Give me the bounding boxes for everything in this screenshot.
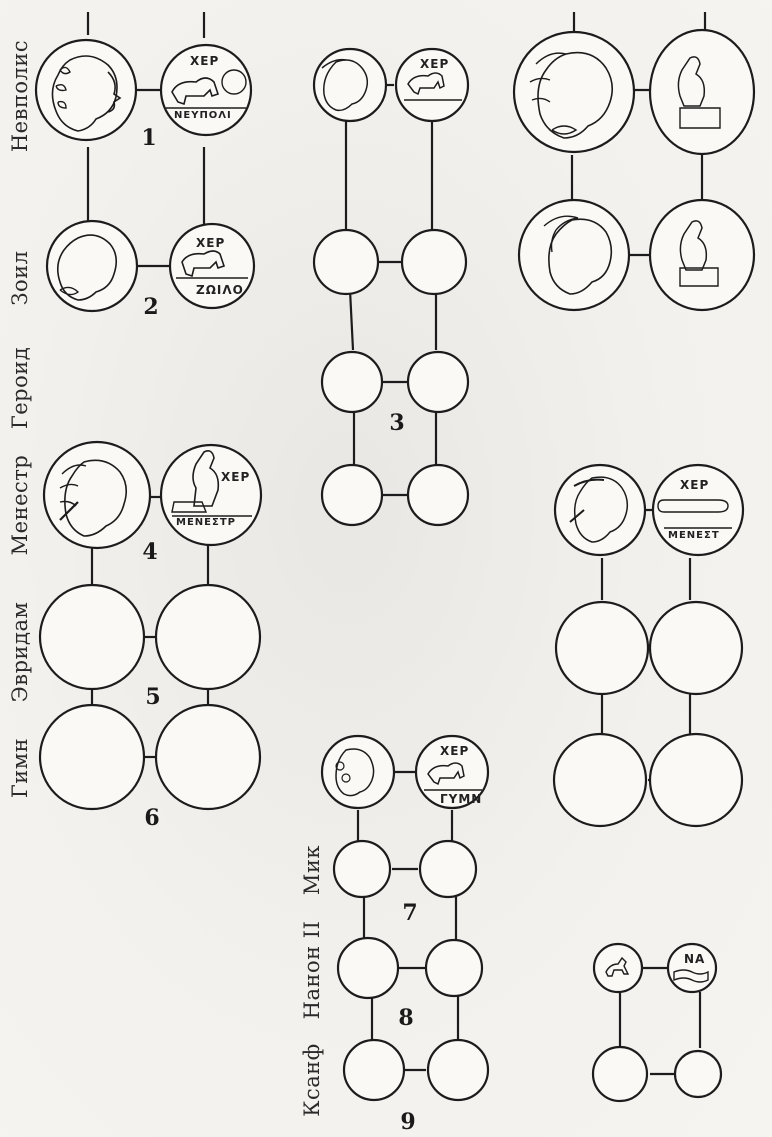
- coin-legend: ΧΕΡ: [680, 478, 709, 492]
- coin-6-obverse: [40, 705, 144, 809]
- coin-3-empty: [322, 465, 382, 525]
- number-7: 7: [402, 900, 417, 926]
- coin-14-reverse: [650, 734, 742, 826]
- coin-3-empty: [314, 230, 378, 294]
- number-2: 2: [143, 294, 158, 320]
- coin-2-obverse: [47, 221, 137, 311]
- coin-3-empty: [408, 465, 468, 525]
- coin-3-empty: [322, 352, 382, 412]
- number-4: 4: [142, 539, 157, 565]
- coin-legend: ΧΕΡ: [196, 236, 225, 250]
- label-evridam: Эвридам: [8, 602, 32, 703]
- label-gerоid: Героид: [8, 347, 32, 429]
- coin-9-reverse: [428, 1040, 488, 1100]
- number-5: 5: [145, 684, 160, 710]
- coin-8-obverse: [338, 938, 398, 998]
- coin-8-reverse: [426, 940, 482, 996]
- coin-13-reverse: [650, 602, 742, 694]
- coin-7-obverse: [322, 736, 394, 808]
- coin-16-reverse: [675, 1051, 721, 1097]
- label-gimn: Гимн: [8, 738, 32, 798]
- coin-1-obverse: [36, 40, 136, 140]
- coin-legend: ΧΕΡ: [420, 57, 449, 71]
- coin-legend: ΜΕΝΕΣΤΡ: [176, 517, 236, 528]
- label-neapolis: Невполис: [8, 40, 32, 152]
- coin-11-reverse: [650, 200, 754, 310]
- label-zoil: Зоил: [8, 250, 32, 305]
- coin-16-obverse: [593, 1047, 647, 1101]
- coin-11-obverse: [519, 200, 629, 310]
- coin-5-reverse: [156, 585, 260, 689]
- coin-3-empty: [402, 230, 466, 294]
- coin-legend: ΓΥΜΝ: [440, 792, 482, 806]
- coin-9-obverse: [344, 1040, 404, 1100]
- coin-10-obverse: [514, 32, 634, 152]
- label-ksanf: Ксанф: [300, 1043, 324, 1116]
- connector: [350, 290, 353, 350]
- label-mik: Мик: [300, 845, 324, 895]
- coin-13-obverse: [556, 602, 648, 694]
- coin-legend: ΜΕΝΕΣΤ: [668, 530, 720, 541]
- number-6: 6: [144, 805, 159, 831]
- number-1: 1: [141, 125, 156, 151]
- coin-12-obverse: [555, 465, 645, 555]
- number-8: 8: [398, 1005, 413, 1031]
- coin-5-obverse: [40, 585, 144, 689]
- coin-14-obverse: [554, 734, 646, 826]
- coin-7-empty: [334, 841, 390, 897]
- coin-3-empty: [408, 352, 468, 412]
- coin-15-obverse: [594, 944, 642, 992]
- number-3: 3: [389, 410, 404, 436]
- coin-10-reverse: [650, 30, 754, 154]
- coin-legend: ΧΕΡ: [440, 744, 469, 758]
- coin-4-reverse: [161, 445, 261, 545]
- coin-7-empty: [420, 841, 476, 897]
- coin-legend: ΝΕΥΠΟΛΙ: [174, 110, 232, 121]
- coin-legend: ΖΩΙΛΟ: [196, 283, 244, 297]
- coin-4-obverse: [44, 442, 150, 548]
- coin-legend: ΝΑ: [684, 952, 705, 966]
- coin-6-reverse: [156, 705, 260, 809]
- label-menestr: Менестр: [8, 455, 32, 556]
- label-nanon: Нанон II: [300, 921, 324, 1020]
- coin-legend: ΧΕΡ: [221, 470, 250, 484]
- coin-3-obverse: [314, 49, 386, 121]
- number-9: 9: [400, 1109, 415, 1135]
- coin-legend: ΧΕΡ: [190, 54, 219, 68]
